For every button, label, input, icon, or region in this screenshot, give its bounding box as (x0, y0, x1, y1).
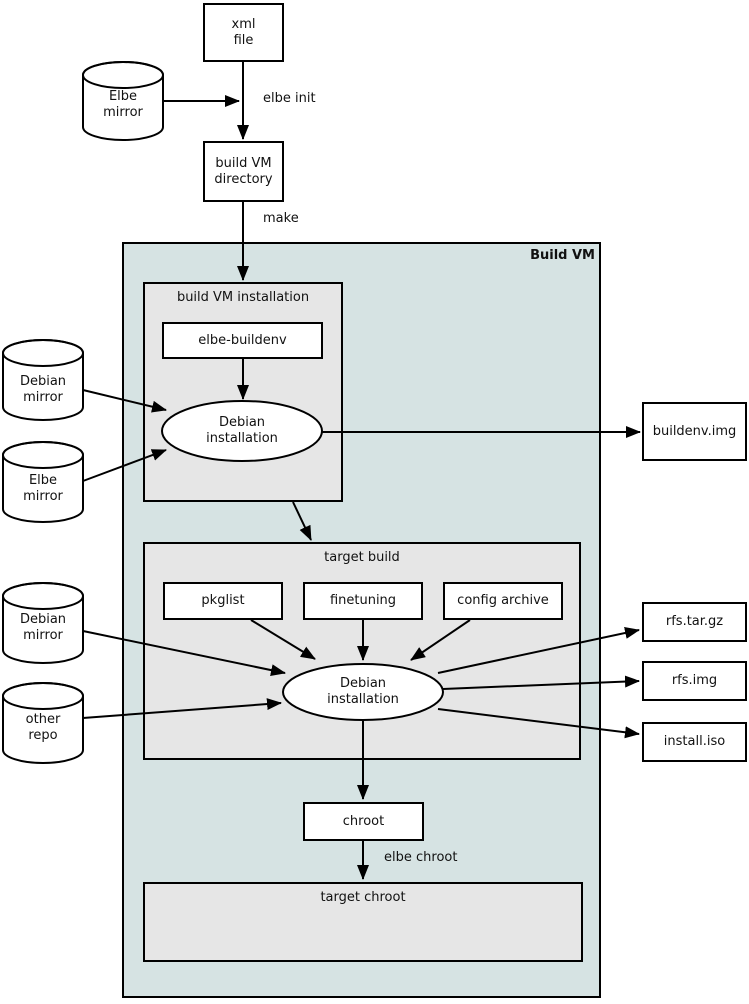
node-build-vm-directory: build VM directory (203, 141, 284, 202)
node-config-archive: config archive (443, 582, 563, 620)
edge-label-elbe-init: elbe init (263, 91, 316, 106)
edge-install2-to-rfstargz (437, 627, 640, 674)
node-buildenv-img: buildenv.img (642, 402, 747, 461)
node-install-iso-label: install.iso (663, 734, 726, 749)
node-rfs-img: rfs.img (642, 661, 747, 701)
edge-debianmirror2-to-install2 (82, 630, 286, 677)
node-elbe-buildenv-label: elbe-buildenv (198, 332, 287, 348)
node-xml-file-line2: file (233, 32, 254, 48)
node-rfs-tar-gz: rfs.tar.gz (642, 602, 747, 642)
edge-install2-to-installiso (437, 708, 640, 739)
node-rfs-tar-gz-label: rfs.tar.gz (665, 614, 724, 629)
build-vm-title: Build VM (530, 248, 595, 263)
node-elbe-buildenv: elbe-buildenv (162, 322, 323, 359)
node-elbe-mirror-top-label: Elbe mirror (103, 89, 143, 120)
edge-otherrepo-to-install2 (82, 698, 282, 719)
node-buildenv-img-label: buildenv.img (652, 423, 737, 439)
edge-elbemirror2-to-install1 (82, 449, 167, 482)
node-debian-mirror-1-label: Debian mirror (19, 374, 67, 405)
node-debian-installation-1-label: Debian installation (206, 415, 278, 446)
elbe-mirror-top-cylinder (82, 61, 164, 141)
group-target-chroot-label: target chroot (320, 890, 406, 905)
node-config-archive-label: config archive (457, 593, 549, 608)
node-elbe-mirror-2-label: Elbe mirror (23, 473, 63, 504)
edge-label-make: make (263, 211, 299, 226)
edge-configarchive-to-install2 (410, 619, 471, 661)
node-xml-file-line1: xml (231, 16, 256, 32)
node-finetuning: finetuning (303, 582, 423, 620)
node-other-repo-label: other repo (25, 712, 61, 743)
edge-label-elbe-chroot: elbe chroot (384, 850, 458, 865)
node-finetuning-label: finetuning (329, 593, 397, 608)
elbe-mirror-2-cylinder (2, 441, 84, 523)
node-chroot-label: chroot (342, 813, 385, 829)
group-target-chroot (143, 882, 583, 962)
node-xml-file: xml file (203, 3, 284, 62)
debian-mirror-2-cylinder (2, 582, 84, 664)
node-debian-mirror-2-label: Debian mirror (19, 612, 67, 643)
node-debian-installation-2-label: Debian installation (327, 676, 399, 707)
edge-install2-to-rfsimg (442, 675, 640, 690)
edge-pkglist-to-install2 (250, 619, 316, 660)
other-repo-cylinder (2, 682, 84, 764)
node-pkglist-label: pkglist (201, 593, 245, 608)
node-rfs-img-label: rfs.img (671, 673, 718, 688)
debian-mirror-1-cylinder (2, 339, 84, 421)
node-chroot: chroot (303, 802, 424, 841)
node-build-vm-directory-line1: build VM (215, 155, 272, 171)
group-build-vm-installation-label: build VM installation (176, 290, 310, 305)
group-target-build-label: target build (324, 550, 400, 565)
edge-debianmirror1-to-install1 (82, 389, 167, 413)
node-pkglist: pkglist (163, 582, 283, 620)
edge-vminstall-to-targetbuild (292, 501, 312, 541)
node-install-iso: install.iso (642, 722, 747, 762)
node-build-vm-directory-line2: directory (214, 171, 273, 187)
